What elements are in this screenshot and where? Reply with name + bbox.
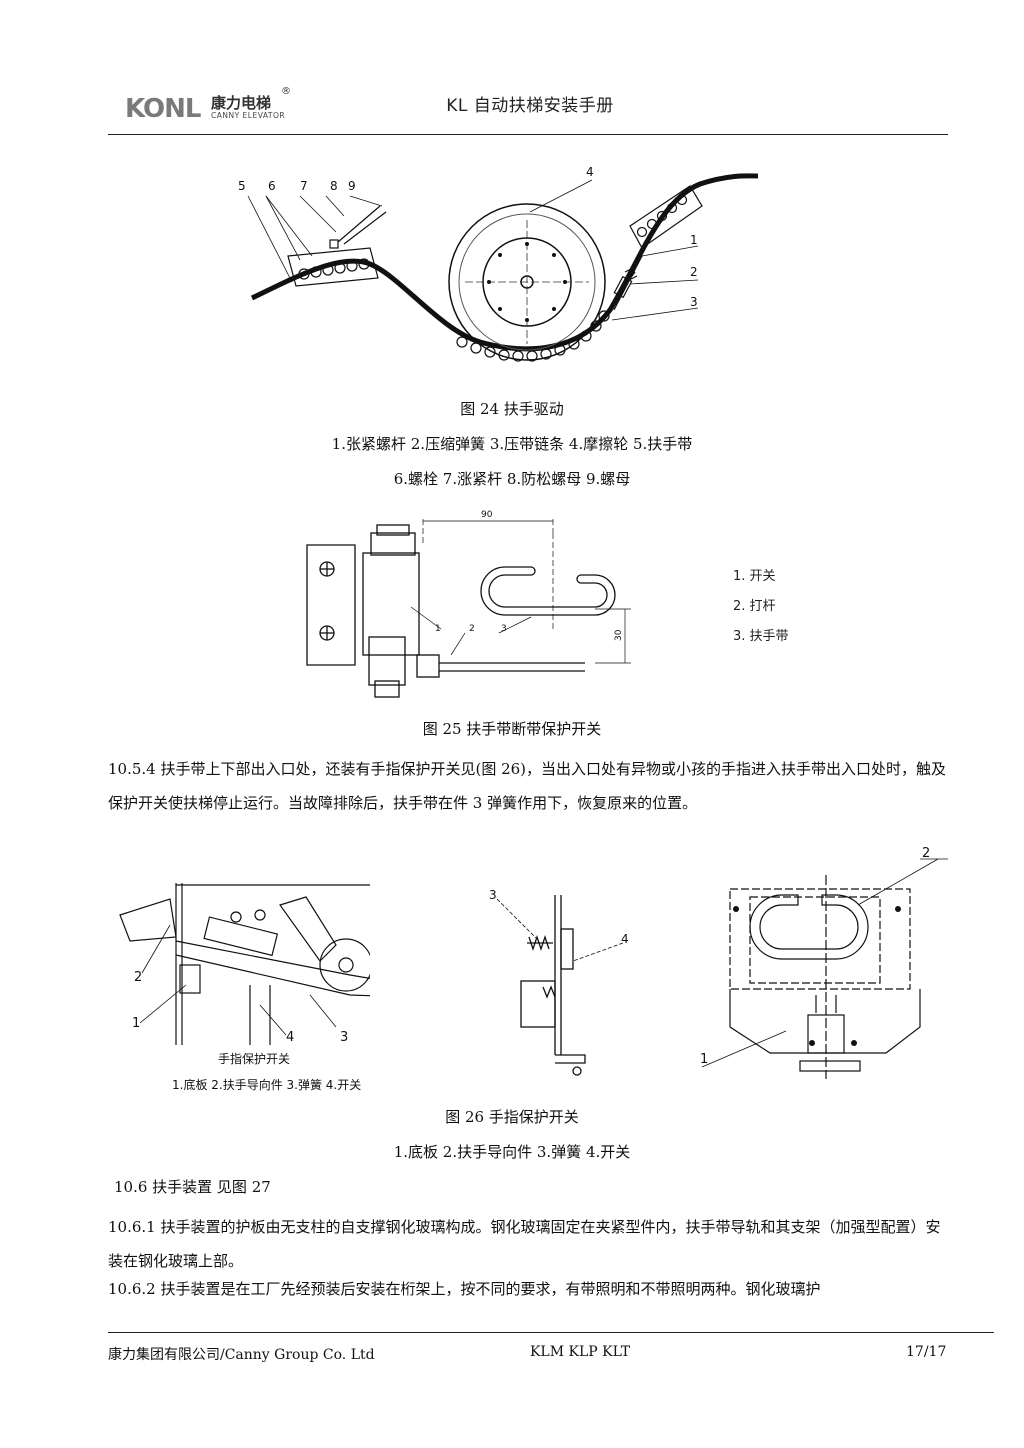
- guide-bracket: [203, 916, 279, 957]
- footer-rule: [108, 1332, 994, 1333]
- switch-housing: [179, 964, 201, 994]
- base-plate: [729, 989, 921, 1054]
- fig25-callout-3: 3: [501, 624, 507, 634]
- figure-24-legend-line2: 6.螺栓 7.涨紧杆 8.防松螺母 9.螺母: [393, 470, 631, 488]
- guide-roller: [319, 938, 370, 992]
- figure-26-switch-detail: 3 4: [489, 888, 629, 1076]
- registered-mark: ®: [281, 86, 291, 97]
- dimension-lines: [410, 520, 631, 664]
- callout-7: 7: [300, 179, 308, 193]
- mounting-plate: [306, 544, 356, 666]
- friction-wheel: [448, 203, 606, 361]
- figure-26-caption: 图 26 手指保护开关: [445, 1108, 579, 1126]
- switch-body-detail: [520, 980, 556, 1028]
- footer-page-number: 17/17: [906, 1344, 947, 1360]
- tensioner-bolts: [329, 205, 387, 249]
- fig25-legend-2: 2. 打杆: [733, 599, 776, 614]
- fig26-inner-title: 手指保护开关: [218, 1051, 290, 1066]
- company-logo: KONL 康力电梯 CANNY ELEVATOR ®: [125, 86, 295, 126]
- figure-24-callouts: 5 6 7 8 9 4 1 2 3: [238, 165, 698, 309]
- bottom-roller-chain: [456, 310, 610, 362]
- figure-25-caption: 图 25 扶手带断带保护开关: [422, 720, 602, 738]
- figure-24-leaders: [247, 179, 699, 321]
- spring: [527, 934, 553, 952]
- figure-24-legend-line1: 1.张紧螺杆 2.压缩弹簧 3.压带链条 4.摩擦轮 5.扶手带: [331, 435, 693, 453]
- figure-26-side-view: 1 2 3 4 手指保护开关 1.底板 2.扶手导向件 3.弹簧 4.开关: [119, 883, 370, 1092]
- handrail-profile: [480, 566, 616, 616]
- fig26-inner-legend: 1.底板 2.扶手导向件 3.弹簧 4.开关: [172, 1077, 361, 1092]
- logo-chinese-name: 康力电梯: [211, 94, 272, 112]
- paragraph-10-6-1: 10.6.1 扶手装置的护板由无支柱的自支撑钢化玻璃构成。钢化玻璃固定在夹紧型件…: [108, 1218, 941, 1270]
- logo-mark: KONL: [125, 94, 201, 124]
- fig25-legend-3: 3. 扶手带: [733, 629, 789, 644]
- fig25-callout-1: 1: [435, 624, 441, 634]
- document-title: KL 自动扶梯安装手册: [446, 96, 614, 116]
- fig26-left-callout-4: 4: [286, 1030, 294, 1045]
- figure-26-front-view: 1 2: [700, 846, 948, 1079]
- fig25-callout-2: 2: [469, 624, 475, 634]
- figure-26-left-leaders: [139, 924, 337, 1036]
- fig26-left-callout-3: 3: [340, 1030, 348, 1045]
- figure-26-right-leaders: [701, 858, 948, 1068]
- switch-unit: [560, 928, 574, 970]
- dimension-height: 30: [614, 629, 624, 641]
- handrail-guide-profile: [749, 894, 869, 960]
- callout-9: 9: [348, 179, 356, 193]
- handrail-belt-path: [250, 173, 759, 352]
- callout-1: 1: [690, 233, 698, 247]
- figure-26-mid-leaders: [496, 898, 624, 962]
- switch-body: [362, 552, 420, 656]
- paragraph-10-5-4: 10.5.4 扶手带上下部出入口处，还装有手指保护开关见(图 26)，当出入口处…: [108, 760, 947, 812]
- fig26-right-callout-2: 2: [922, 846, 930, 861]
- right-roller-chain: [629, 185, 703, 249]
- footer-models: KLM KLP KLT: [529, 1344, 631, 1360]
- callout-5: 5: [238, 179, 246, 193]
- fig26-mid-callout-3: 3: [489, 888, 497, 902]
- callout-4: 4: [586, 165, 594, 179]
- figure-24-handrail-drive: 5 6 7 8 9 4 1 2 3: [238, 165, 759, 362]
- callout-6: 6: [268, 179, 276, 193]
- fig26-mid-callout-4: 4: [621, 932, 629, 946]
- logo-english-name: CANNY ELEVATOR: [211, 111, 286, 120]
- tension-rod-assembly: [613, 255, 643, 311]
- callout-2: 2: [690, 265, 698, 279]
- paragraph-10-6-2: 10.6.2 扶手装置是在工厂先经预装后安装在桁架上，按不同的要求，有带照明和不…: [108, 1280, 821, 1298]
- figure-24-caption: 图 24 扶手驱动: [460, 400, 564, 418]
- figure-25-belt-break-switch: 90 30 1 2 3: [306, 510, 631, 698]
- handrail-entry: [119, 898, 177, 942]
- fig25-legend-1: 1. 开关: [733, 569, 776, 584]
- callout-3: 3: [690, 295, 698, 309]
- callout-8: 8: [330, 179, 338, 193]
- fig26-left-callout-2: 2: [134, 970, 142, 985]
- figure-26-legend: 1.底板 2.扶手导向件 3.弹簧 4.开关: [393, 1143, 631, 1161]
- footer-company: 康力集团有限公司/Canny Group Co. Ltd: [108, 1347, 375, 1363]
- dimension-width: 90: [481, 510, 493, 520]
- friction-wheel-rim: [458, 213, 596, 351]
- fig26-left-callout-1: 1: [132, 1016, 140, 1031]
- section-10-6-heading: 10.6 扶手装置 见图 27: [114, 1178, 271, 1196]
- left-roller-chain: [287, 247, 379, 287]
- fig26-right-callout-1: 1: [700, 1052, 708, 1067]
- header-rule: [108, 134, 948, 135]
